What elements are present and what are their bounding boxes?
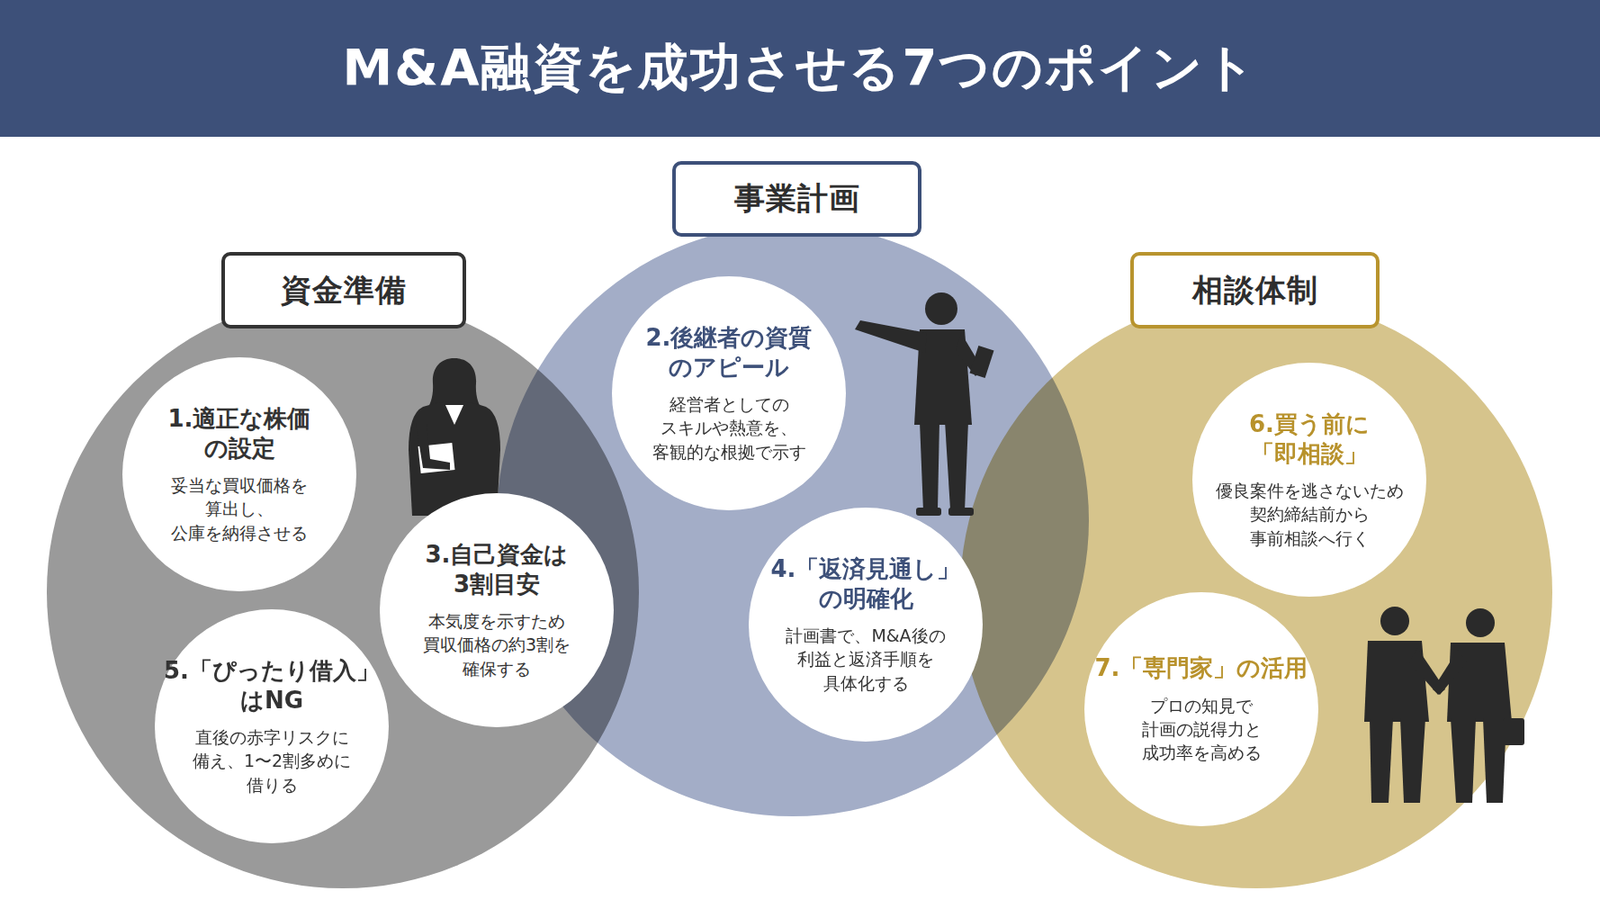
point-circle: 2.後継者の資質 のアピール経営者としての スキルや熱意を、 客観的な根拠で示す bbox=[611, 276, 846, 511]
point-body: 経営者としての スキルや熱意を、 客観的な根拠で示す bbox=[638, 392, 819, 464]
point-circle: 7.「専門家」の活用プロの知見で 計画の説得力と 成功率を高める bbox=[1084, 592, 1319, 827]
point-body: 妥当な買収価格を 算出し、 公庫を納得させる bbox=[158, 473, 321, 545]
point-heading: 5.「ぴったり借入」 はNG bbox=[161, 656, 383, 715]
point-circle: 1.適正な株価 の設定妥当な買収価格を 算出し、 公庫を納得させる bbox=[122, 357, 357, 592]
group-heading: 事業計画 bbox=[672, 161, 922, 237]
point-heading: 6.買う前に 「即相談」 bbox=[1223, 409, 1395, 468]
point-body: 直後の赤字リスクに 備え、1〜2割多めに 借りる bbox=[179, 725, 365, 797]
title-band: M&A融資を成功させる7つのポイント bbox=[0, 0, 1600, 137]
title-text: M&A融資を成功させる7つのポイント bbox=[342, 34, 1259, 103]
point-circle: 6.買う前に 「即相談」優良案件を逃さないため 契約締結前から 事前相談へ行く bbox=[1192, 362, 1427, 597]
point-heading: 7.「専門家」の活用 bbox=[1078, 653, 1326, 684]
point-heading: 2.後継者の資質 のアピール bbox=[629, 323, 828, 382]
point-heading: 4.「返済見通し」 の明確化 bbox=[757, 554, 974, 613]
woman-silhouette bbox=[408, 358, 501, 516]
point-heading: 3.自己資金は 3割目安 bbox=[406, 539, 587, 599]
point-body: 本気度を示すため 買収価格の約3割を 確保する bbox=[409, 609, 585, 681]
point-circle: 5.「ぴったり借入」 はNG 直後の赤字リスクに 備え、1〜2割多めに 借りる bbox=[154, 609, 389, 844]
point-body: 優良案件を逃さないため 契約締結前から 事前相談へ行く bbox=[1204, 478, 1416, 550]
group-circle-fill bbox=[960, 296, 1553, 889]
point-heading: 1.適正な株価 の設定 bbox=[149, 404, 330, 463]
group-heading: 相談体制 bbox=[1130, 251, 1380, 329]
group-heading: 資金準備 bbox=[221, 251, 467, 329]
handshake-silhouette bbox=[1364, 606, 1525, 803]
presenter-silhouette bbox=[854, 292, 995, 516]
point-circle: 3.自己資金は 3割目安本気度を示すため 買収価格の約3割を 確保する bbox=[379, 493, 614, 728]
group-circle: 相談体制6.買う前に 「即相談」優良案件を逃さないため 契約締結前から 事前相談… bbox=[960, 296, 1553, 889]
point-body: プロの知見で 計画の説得力と 成功率を高める bbox=[1111, 693, 1292, 765]
point-circle: 4.「返済見通し」 の明確化計画書で、M&A後の 利益と返済手順を 具体化する bbox=[748, 507, 983, 742]
point-body: 計画書で、M&A後の 利益と返済手順を 具体化する bbox=[771, 623, 961, 695]
